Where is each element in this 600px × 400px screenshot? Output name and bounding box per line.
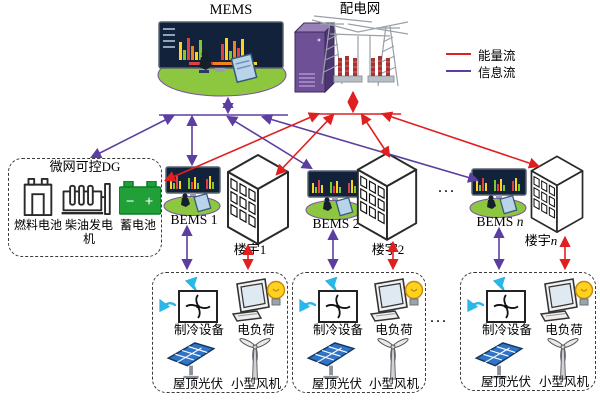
substation-icon (312, 15, 408, 87)
keyboard-icon (231, 310, 263, 322)
info-arrow-dg (90, 114, 175, 159)
rooftop-pv-label: 屋顶光伏 (311, 377, 362, 391)
electric-load-label: 电负荷 (545, 323, 583, 337)
legend-energy-row: 能量流 (446, 47, 516, 63)
load-ellipsis: ... (430, 309, 448, 326)
legend-info-row: 信息流 (446, 64, 516, 80)
distribution-grid-title: 配电网 (339, 1, 381, 16)
keyboard-icon (539, 310, 571, 322)
diesel-generator-icon (61, 182, 111, 216)
building-1-label: 楼宇1 (214, 242, 286, 258)
load-box-1: 制冷设备 电负荷 屋顶光伏 小型风机 (152, 272, 288, 393)
substation-base-right (367, 75, 395, 83)
dg-box-title: 微网可控DG (49, 159, 121, 174)
bems-unit-1: BEMS 1 (162, 166, 226, 228)
battery-minus-symbol: − (126, 194, 135, 210)
bems-label-prefix: BEMS (170, 212, 208, 227)
substation-base-left (333, 75, 363, 83)
units-ellipsis: ... (438, 179, 456, 196)
operator-person-icon (199, 50, 212, 73)
battery-plus-symbol: + (145, 194, 154, 210)
diesel-generator-label: 柴油发电机 (64, 218, 113, 246)
load-box-2: 制冷设备 电负荷 屋顶光伏 小型风机 (292, 272, 426, 393)
electric-load-label: 电负荷 (375, 323, 413, 337)
bems-unit-n: BEMS n (468, 168, 532, 230)
cooling-label: 制冷设备 (173, 323, 224, 337)
solar-panel-icon (306, 342, 356, 379)
server-tower-icon (293, 21, 336, 94)
load-box-n: 制冷设备 电负荷 屋顶光伏 小型风机 (460, 272, 596, 391)
rooftop-pv-label: 屋顶光伏 (172, 377, 223, 391)
small-wind-label: 小型风机 (368, 377, 419, 391)
bems-label-prefix: BEMS (312, 216, 350, 231)
legend-info-label: 信息流 (478, 65, 516, 80)
solar-panel-icon (166, 342, 216, 379)
rooftop-pv-label: 屋顶光伏 (480, 375, 531, 389)
building-windows (533, 175, 555, 219)
building-label-prefix: 楼宇 (371, 242, 398, 257)
bulb-icon (404, 280, 424, 306)
bems-label: BEMS n (468, 214, 532, 230)
electric-load-label: 电负荷 (237, 323, 275, 337)
cooling-fan-icon (159, 277, 218, 323)
computer-load-icon (369, 278, 424, 322)
display-stand (215, 68, 225, 72)
computer-load-icon (231, 278, 286, 322)
legend: 能量流 信息流 (446, 47, 516, 80)
bems-label-index: 2 (352, 216, 360, 231)
bulb-icon (266, 280, 286, 306)
bems-label-prefix: BEMS (476, 214, 514, 229)
building-1-icon (227, 154, 289, 245)
building-label-index: 1 (259, 242, 267, 257)
wind-turbine-icon (239, 338, 271, 380)
wind-turbine-icon (377, 338, 409, 380)
bulb-icon (574, 280, 594, 306)
cooling-fan-icon (467, 277, 526, 323)
legend-energy-label: 能量流 (478, 48, 516, 63)
cooling-fan-icon (299, 277, 358, 323)
solar-panel-icon (474, 342, 524, 379)
building-label-prefix: 楼宇 (524, 233, 551, 248)
energy-flow-line-swatch (446, 53, 471, 55)
small-wind-label: 小型风机 (538, 375, 589, 389)
fuel-cell-icon (23, 177, 53, 217)
building-2-label: 楼宇2 (352, 242, 424, 258)
bems-label: BEMS 2 (304, 216, 368, 232)
bems-label-index: 1 (210, 212, 218, 227)
building-n-icon (530, 155, 584, 233)
building-2-icon (356, 152, 418, 241)
building-label-index: 2 (397, 242, 405, 257)
small-wind-label: 小型风机 (230, 377, 281, 391)
bems-label: BEMS 1 (162, 212, 226, 228)
keyboard-icon (369, 310, 401, 322)
cooling-label: 制冷设备 (481, 323, 532, 337)
bems-console-icon (469, 168, 527, 218)
building-label-index: n (550, 233, 558, 248)
workstation-screen-icon (230, 53, 258, 84)
mems-title: MEMS (209, 2, 253, 18)
cooling-label: 制冷设备 (312, 323, 363, 337)
bems-console-icon (163, 166, 221, 216)
mems-station-icon (157, 21, 336, 97)
insulator-stacks (338, 56, 390, 76)
storage-battery-label: 蓄电池 (119, 218, 156, 232)
wind-turbine-icon (547, 338, 579, 380)
building-label-prefix: 楼宇 (233, 242, 260, 257)
fuel-cell-label: 燃料电池 (13, 218, 62, 232)
computer-load-icon (539, 278, 594, 322)
building-windows (230, 177, 256, 229)
bems-label-index: n (516, 214, 524, 229)
storage-battery-icon: − + (119, 181, 161, 215)
info-flow-line-swatch (446, 70, 471, 72)
building-n-label: 楼宇n (509, 233, 573, 249)
